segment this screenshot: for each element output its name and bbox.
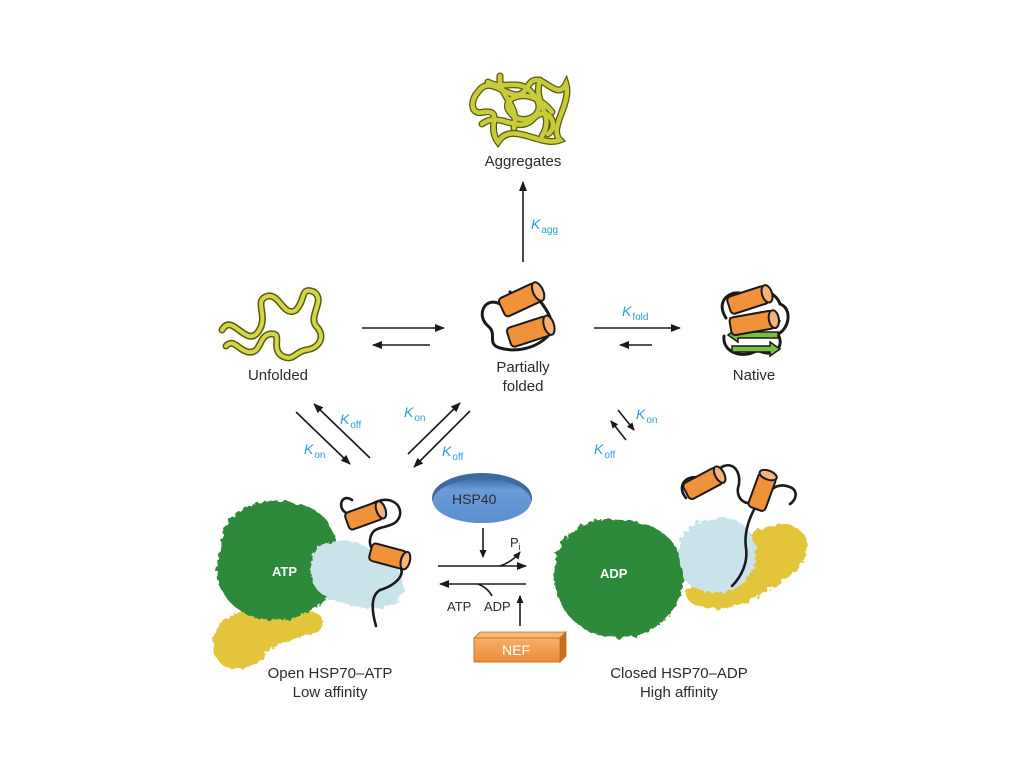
k-agg-label: Kagg — [531, 216, 559, 236]
nef-factor — [473, 631, 567, 663]
protein-surface-icon — [554, 518, 808, 638]
helix-icon — [505, 314, 556, 348]
partial-k-off-label: Koff — [442, 443, 464, 463]
pi-release-arrow — [499, 551, 521, 567]
hsp40-label: HSP40 — [452, 491, 497, 507]
unfolded-label: Unfolded — [247, 367, 309, 384]
helix-icon — [682, 465, 727, 500]
partially-folded-label: Partially folded — [470, 358, 576, 396]
atp-uptake-branch — [477, 583, 493, 597]
unfolded-koff-arrow — [313, 403, 371, 459]
helix-icon — [344, 500, 388, 531]
closed-hsp70-adp-structure — [554, 464, 808, 638]
closed-hsp70-label: Closed HSP70–ADP High affinity — [594, 664, 764, 702]
unfolded-kon-arrow — [295, 411, 351, 465]
helix-icon — [726, 284, 774, 315]
atp-bound-label: ATP — [272, 564, 298, 579]
partially-folded-line2: folded — [502, 378, 544, 395]
unfolded-k-off-label: Koff — [340, 411, 362, 431]
native-kon-arrow — [617, 409, 635, 431]
native-label: Native — [732, 367, 776, 384]
partial-k-on-label: Kon — [404, 404, 426, 424]
open-hsp70-line2: Low affinity — [292, 684, 368, 701]
partially-folded-icon — [480, 281, 556, 352]
aggregates-label: Aggregates — [484, 153, 562, 170]
partially-folded-line1: Partially — [496, 359, 550, 376]
protein-surface-icon — [213, 500, 404, 670]
adp-release-label: ADP — [484, 599, 511, 614]
helix-icon — [728, 309, 781, 337]
pathway-arrows — [295, 181, 681, 468]
closed-hsp70-line1: Closed HSP70–ADP — [610, 665, 748, 682]
helix-icon — [368, 542, 412, 571]
helix-icon — [747, 468, 778, 512]
open-hsp70-atp-structure — [213, 496, 412, 670]
unfolded-k-on-label: Kon — [304, 441, 326, 461]
partial-koff-arrow — [413, 410, 471, 468]
hsp40-cochaperone — [432, 473, 532, 523]
native-fold-icon — [720, 284, 790, 358]
unfolded-chain-icon — [218, 287, 325, 362]
atp-uptake-label: ATP — [447, 599, 472, 614]
partial-kon-arrow — [407, 402, 461, 455]
k-fold-label: Kfold — [622, 303, 649, 323]
helix-icon — [497, 281, 546, 318]
hsp70-cycle-arrows — [438, 528, 527, 626]
open-hsp70-label: Open HSP70–ATP Low affinity — [250, 664, 410, 702]
open-hsp70-line1: Open HSP70–ATP — [267, 665, 393, 682]
native-k-on-label: Kon — [636, 406, 658, 426]
pi-label: Pi — [510, 535, 521, 552]
closed-hsp70-line2: High affinity — [639, 684, 719, 701]
native-k-off-label: Koff — [594, 441, 616, 461]
adp-bound-label: ADP — [600, 566, 628, 581]
native-koff-arrow — [610, 420, 627, 441]
nef-label: NEF — [502, 642, 530, 658]
aggregate-icon — [469, 72, 571, 149]
